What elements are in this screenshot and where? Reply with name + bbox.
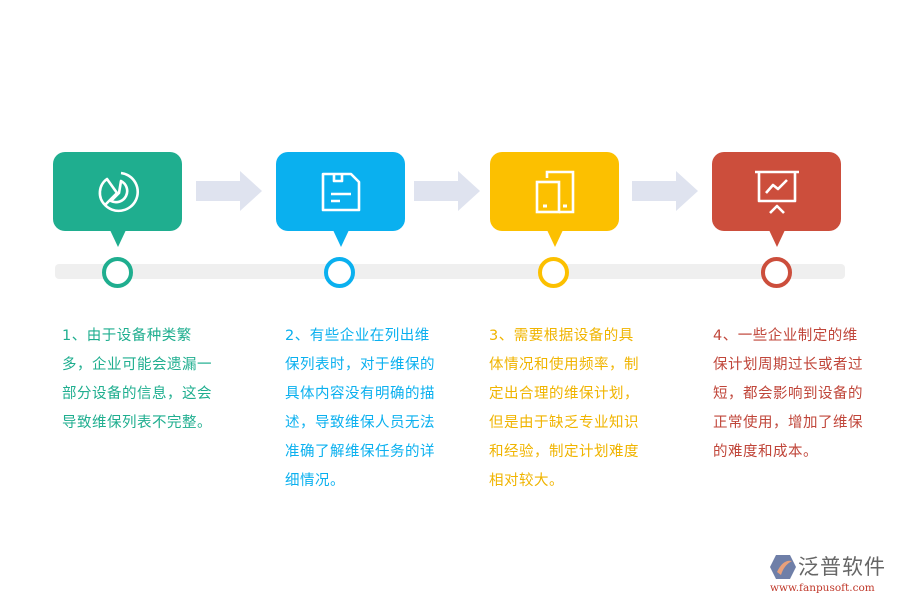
logo-url: www.fanpusoft.com: [770, 582, 875, 594]
step-4-text: 4、一些企业制定的维保计划周期过长或者过短，都会影响到设备的正常使用，增加了维保…: [713, 328, 863, 460]
presentation-chart-icon: [754, 170, 799, 214]
pie-chart-icon: [98, 171, 139, 212]
logo-name: 泛普软件: [798, 555, 886, 579]
step-4-marker: [761, 257, 792, 288]
arrow-right-icon: [632, 171, 698, 211]
step-1-marker: [102, 257, 133, 288]
arrow-right-icon: [414, 171, 480, 211]
brand-logo: 泛普软件 www.fanpusoft.com: [766, 551, 896, 597]
save-document-icon: [321, 172, 360, 211]
step-3-marker: [538, 257, 569, 288]
logo-mark-icon: [770, 555, 796, 579]
devices-icon: [535, 170, 574, 213]
timeline-track: [55, 264, 845, 279]
step-1-text: 1、由于设备种类繁多，企业可能会遗漏一部分设备的信息，这会导致维保列表不完整。: [62, 328, 212, 431]
step-4-card: [712, 152, 841, 247]
step-2-text: 2、有些企业在列出维保列表时，对于维保的具体内容没有明确的描述，导致维保人员无法…: [285, 328, 435, 489]
step-1-card: [53, 152, 182, 247]
arrow-right-icon: [196, 171, 262, 211]
step-3-card: [490, 152, 619, 247]
step-2-marker: [324, 257, 355, 288]
step-2-card: [276, 152, 405, 247]
step-3-text: 3、需要根据设备的具体情况和使用频率，制定出合理的维保计划，但是由于缺乏专业知识…: [489, 328, 639, 489]
